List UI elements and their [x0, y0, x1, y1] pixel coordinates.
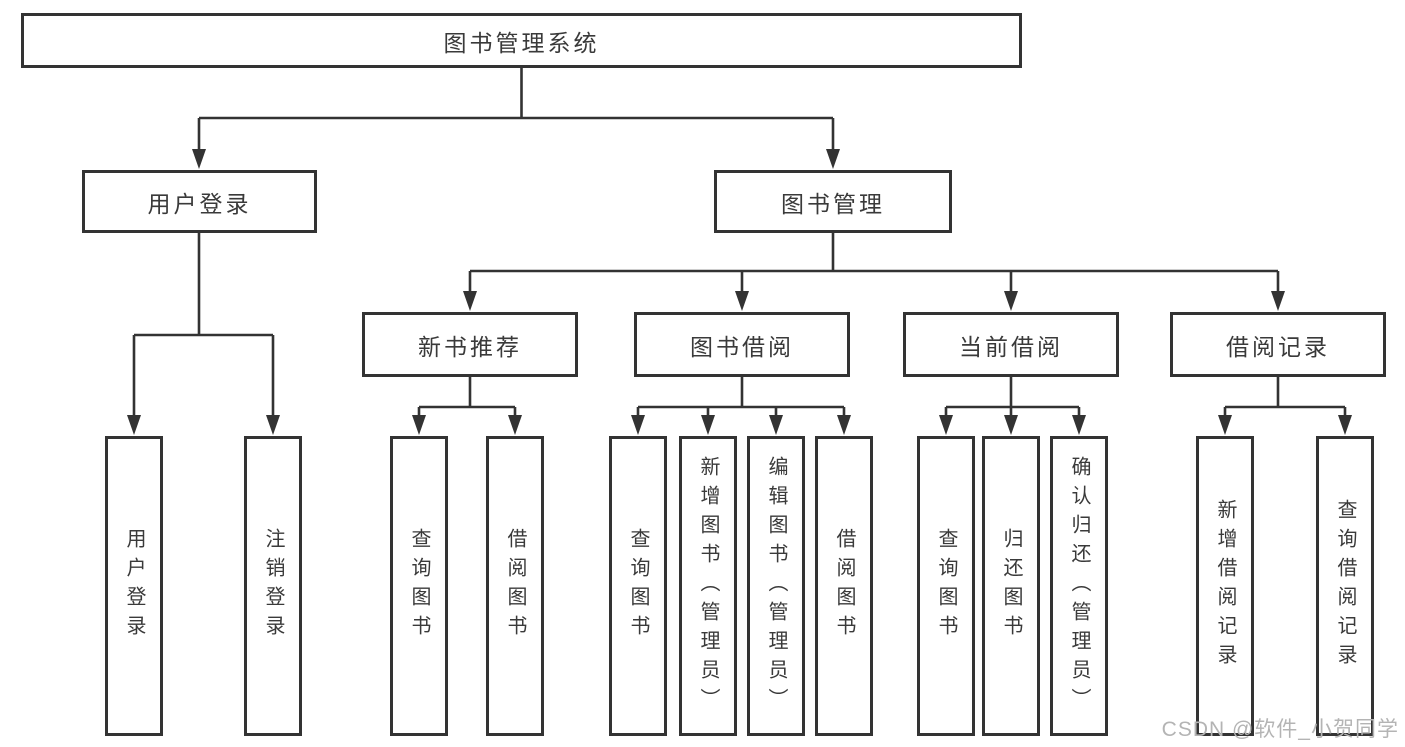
node-current-borrowing: 当前借阅 [903, 312, 1119, 377]
leaf-add-borrow-record-label: 新增借阅记录 [1214, 499, 1236, 673]
leaf-edit-books-admin: 编辑图书（管理员） [747, 436, 805, 736]
node-book-management-system: 图书管理系统 [21, 13, 1022, 68]
leaf-user-login: 用户登录 [105, 436, 163, 736]
leaf-query-borrow-record: 查询借阅记录 [1316, 436, 1374, 736]
arrowheads [127, 149, 1352, 435]
leaf-query-books-current: 查询图书 [917, 436, 975, 736]
leaf-add-borrow-record: 新增借阅记录 [1196, 436, 1254, 736]
node-book-management-label: 图书管理 [781, 190, 885, 217]
leaf-borrow-books-borrowing-label: 借阅图书 [833, 528, 855, 644]
node-user-login: 用户登录 [82, 170, 317, 233]
leaf-query-books-recommend: 查询图书 [390, 436, 448, 736]
node-current-borrowing-label: 当前借阅 [959, 333, 1063, 360]
leaf-logout: 注销登录 [244, 436, 302, 736]
leaf-add-books-admin: 新增图书（管理员） [679, 436, 737, 736]
node-user-login-label: 用户登录 [147, 190, 252, 217]
node-borrowing-records: 借阅记录 [1170, 312, 1386, 377]
node-book-borrowing-label: 图书借阅 [690, 333, 794, 360]
leaf-return-books-label: 归还图书 [1000, 528, 1022, 644]
leaf-user-login-label: 用户登录 [123, 528, 145, 644]
node-book-management: 图书管理 [714, 170, 952, 233]
node-new-book-recommendation: 新书推荐 [362, 312, 578, 377]
leaf-query-books-recommend-label: 查询图书 [408, 528, 430, 644]
node-borrowing-records-label: 借阅记录 [1226, 333, 1330, 360]
leaf-add-books-admin-label: 新增图书（管理员） [697, 455, 719, 717]
leaf-borrow-books-recommend: 借阅图书 [486, 436, 544, 736]
leaf-borrow-books-recommend-label: 借阅图书 [504, 528, 526, 644]
leaf-query-books-current-label: 查询图书 [935, 528, 957, 644]
node-book-management-system-label: 图书管理系统 [443, 29, 600, 56]
leaf-query-books-borrowing-label: 查询图书 [627, 528, 649, 644]
leaf-query-books-borrowing: 查询图书 [609, 436, 667, 736]
leaf-confirm-return-admin-label: 确认归还（管理员） [1068, 455, 1090, 717]
leaf-edit-books-admin-label: 编辑图书（管理员） [765, 455, 787, 717]
leaf-confirm-return-admin: 确认归还（管理员） [1050, 436, 1108, 736]
leaf-return-books: 归还图书 [982, 436, 1040, 736]
leaf-query-borrow-record-label: 查询借阅记录 [1334, 499, 1356, 673]
leaf-logout-label: 注销登录 [262, 528, 284, 644]
leaf-borrow-books-borrowing: 借阅图书 [815, 436, 873, 736]
csdn-watermark: CSDN @软件_小贺同学 [1161, 718, 1399, 741]
node-new-book-recommendation-label: 新书推荐 [418, 333, 522, 360]
node-book-borrowing: 图书借阅 [634, 312, 850, 377]
